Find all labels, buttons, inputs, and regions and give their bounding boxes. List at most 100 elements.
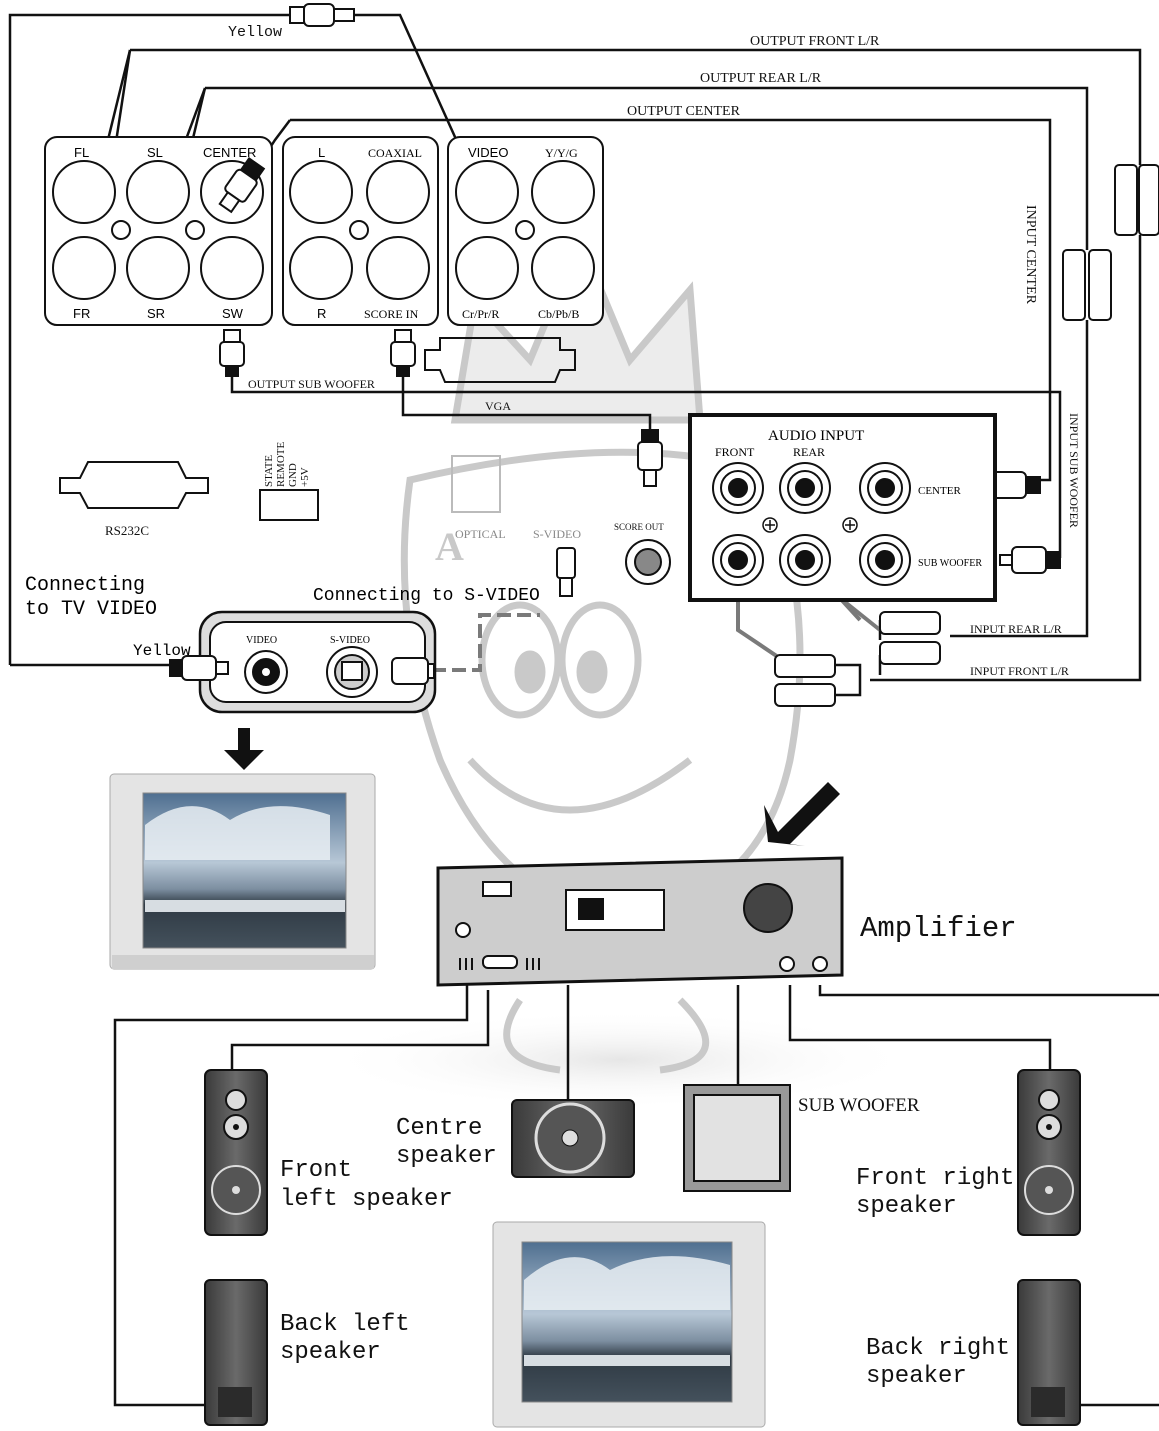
cable-input-front [870,235,1142,682]
plug-pair-front-output [1114,164,1159,236]
plug-tv-yellow [169,655,229,681]
cable-front-right [788,985,1052,1070]
label-cr: Cr/Pr/R [462,307,499,321]
label-vga: VGA [485,399,511,413]
cable-output-sub [230,375,1062,558]
label-remote: REMOTE [275,442,287,488]
plug-top-yellow [289,3,355,27]
plug-pair-input-front [774,654,836,707]
volume-knob [743,883,793,933]
rear-labels: VGA RS232C STATE REMOTE GND +5V OPTICAL … [105,399,664,541]
speaker-back-left [204,1279,268,1426]
label-input-sub: INPUT SUB WOOFER [1067,413,1081,528]
jack-coaxial [366,160,430,224]
label-state: STATE [263,455,275,487]
label-yellow-top: Yellow [228,24,282,41]
jack-score-in [366,236,430,300]
tv-connection: Connecting to TV VIDEO Connecting to S-V… [25,574,540,714]
speaker-labels: Centre speaker SUB WOOFER Front left spe… [280,1095,1014,1390]
jack-sw [200,236,264,300]
label-connecting-tv-1: Connecting [25,574,145,597]
label-connecting-tv-2: to TV VIDEO [25,598,157,621]
label-ai-center: CENTER [918,485,961,497]
rs232-connector [59,461,209,509]
label-back-right-2: speaker [866,1363,967,1390]
label-coaxial: COAXIAL [368,146,422,160]
plug-score-out [637,429,663,487]
tv-lower [492,1221,766,1428]
tv-upper [109,773,376,970]
label-sl: SL [147,145,163,160]
cable-amp-right-out [818,985,1159,997]
jack-center [200,160,264,224]
plug-svideo [556,547,576,597]
jack-cb [531,236,595,300]
label-centre-1: Centre [396,1115,482,1142]
label-5v: +5V [299,467,311,487]
cable-yellow-video [8,13,290,665]
label-centre-2: speaker [396,1143,497,1170]
state-terminal [259,489,319,521]
plug-center [218,157,266,214]
label-front-right-2: speaker [856,1193,957,1220]
label-output-sub: OUTPUT SUB WOOFER [248,377,375,391]
label-front-left-1: Front [280,1157,352,1184]
arrow-down-icon [224,728,264,770]
tv-svideo-jack [326,646,378,698]
label-fr: FR [73,306,90,321]
tv-video-jack [244,650,288,694]
label-yellow-bottom: Yellow [133,642,191,660]
label-cb: Cb/Pb/B [538,307,579,321]
label-gnd: GND [287,463,299,487]
label-center: CENTER [203,145,256,160]
plug-pair-input-rear [879,611,941,665]
label-output-rear: OUTPUT REAR L/R [700,71,822,86]
cable-labels: Yellow OUTPUT FRONT L/R OUTPUT REAR L/R … [228,24,1081,678]
cable-output-rear [205,86,1089,250]
label-score-in: SCORE IN [364,307,419,321]
label-input-front: INPUT FRONT L/R [970,664,1069,678]
plug-input-sub [999,546,1061,574]
jack-fl [52,160,116,224]
label-connecting-svideo: Connecting to S-VIDEO [313,586,540,606]
label-amplifier: Amplifier [860,912,1017,945]
label-back-right-1: Back right [866,1335,1010,1362]
cable-front-left [230,990,490,1070]
vga-connector [424,337,576,383]
panel-audio: L COAXIAL R SCORE IN [282,136,439,326]
cable-back-left [113,985,469,1407]
jack-l [289,160,353,224]
label-front-right-1: Front right [856,1165,1014,1192]
score-out-jack [625,539,671,585]
jack-y [531,160,595,224]
plug-pair-rear-output [1062,249,1112,321]
speaker-front-left [204,1069,268,1236]
label-sr: SR [147,306,165,321]
speaker-centre [511,1099,635,1178]
label-ai-front: FRONT [715,445,755,459]
speaker-back-right [1017,1279,1081,1426]
arrow-diagonal-icon [764,782,840,846]
speaker-sub [683,1084,791,1192]
label-optical: OPTICAL [455,527,506,541]
label-l: L [318,145,325,160]
plug-score-in [390,329,416,377]
plug-sw [219,329,245,377]
svg-text:A: A [435,524,464,569]
label-input-center: INPUT CENTER [1023,205,1038,305]
watermark-mascot: A S [320,230,920,1110]
amplifier [436,856,844,987]
panel-51-output: FL SL CENTER FR SR SW [44,136,273,326]
label-front-left-2: left speaker [280,1186,453,1213]
plug-tv-svideo [391,657,435,685]
rear-panel-misc [59,337,671,585]
cable-score [401,375,652,430]
label-svideo-rear: S-VIDEO [533,527,581,541]
label-rs232: RS232C [105,523,149,538]
label-output-center: OUTPUT CENTER [627,104,741,119]
cable-input-rear [950,320,1089,638]
label-r: R [317,306,326,321]
jack-sl [126,160,190,224]
label-sw: SW [222,306,244,321]
